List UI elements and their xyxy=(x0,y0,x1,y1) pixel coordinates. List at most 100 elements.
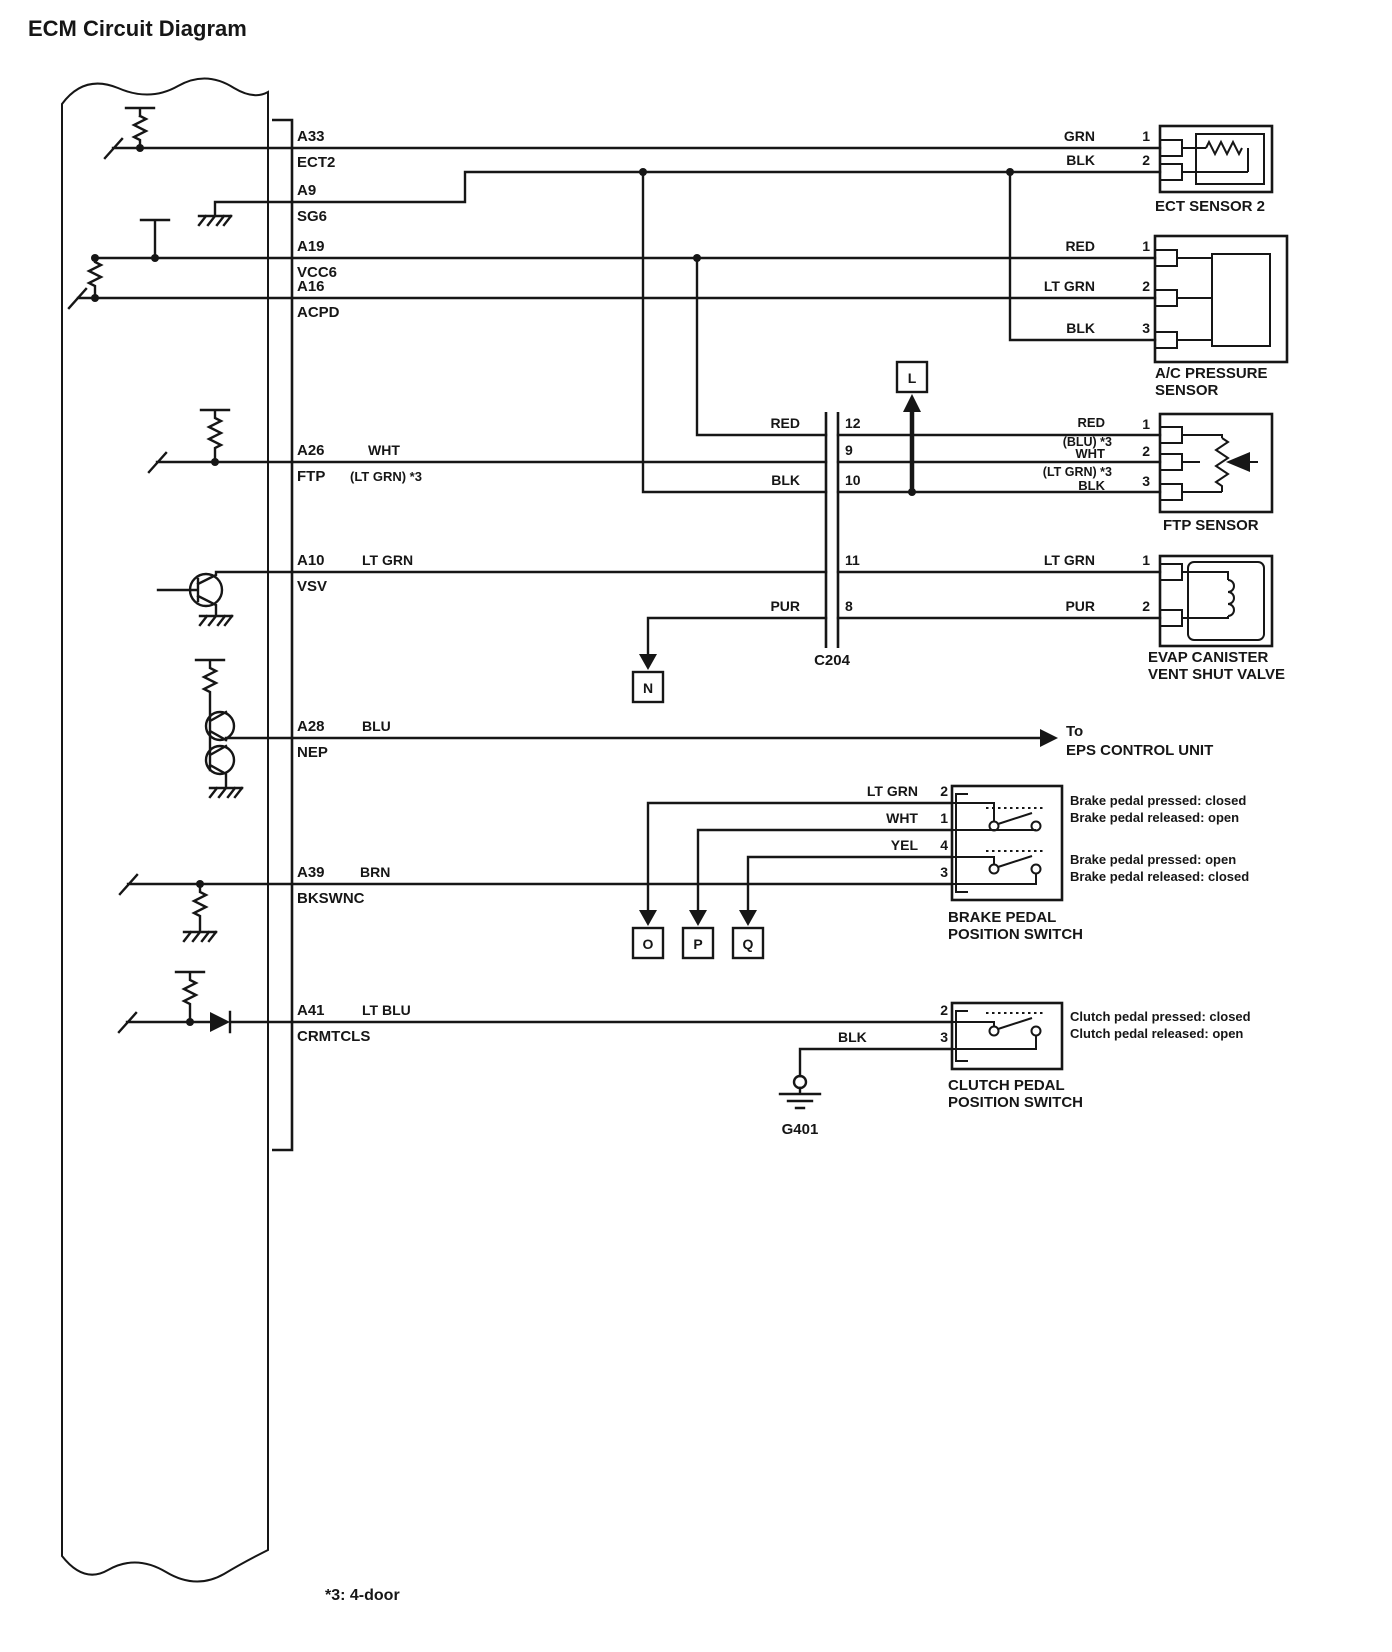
g401-label: G401 xyxy=(782,1121,819,1138)
ftp-pin3-number: 3 xyxy=(1142,473,1150,489)
ac-pin2-number: 2 xyxy=(1142,278,1150,294)
p-letter: P xyxy=(693,936,702,952)
label-wht: WHT xyxy=(368,442,400,458)
evap-pin1-cell xyxy=(1159,563,1183,581)
c204-pin-9: 9 xyxy=(845,442,853,458)
eps-to: To xyxy=(1066,723,1083,740)
ground-terminal xyxy=(792,1074,808,1090)
wire-clutch-blk xyxy=(798,1047,954,1078)
down-arrow-icon xyxy=(639,654,657,670)
brake-pin3-number: 3 xyxy=(940,864,948,880)
ecm-pin-labels: A33 ECT2 A9 SG6 A19 VCC6 A16 ACPD A26 FT… xyxy=(297,128,370,1045)
component-ftp-sensor: 1 2 3 FTP SENSOR xyxy=(1142,412,1274,534)
clutch-contact xyxy=(1030,1025,1042,1037)
connector-letter-n: N xyxy=(631,654,665,704)
wire-red-branch-c204 xyxy=(695,256,828,437)
component-brake-switch: 2 1 4 3 Brake pedal pressed: closed Brak… xyxy=(940,783,1249,943)
ecm-block xyxy=(61,77,294,1583)
clutch-pin3-number: 3 xyxy=(940,1029,948,1045)
label-red: RED xyxy=(1078,415,1105,430)
brake-contact xyxy=(1030,863,1042,875)
label-yel: YEL xyxy=(891,837,919,853)
up-arrow-icon xyxy=(903,394,921,412)
pin-a39-code: A39 xyxy=(297,864,325,881)
a41-diode xyxy=(210,1012,230,1032)
ecm-outline xyxy=(61,77,269,1583)
junction-dot xyxy=(639,168,647,176)
brake-switch2-arm xyxy=(952,855,1037,885)
l-box xyxy=(895,360,929,394)
ect-pin1-cell xyxy=(1159,139,1183,157)
pin-a33-name: ECT2 xyxy=(297,154,335,171)
pin-a16-code: A16 xyxy=(297,278,325,295)
ac-pin3-number: 3 xyxy=(1142,320,1150,336)
clutch-switch-arm xyxy=(952,1017,1037,1050)
ecm-internal-a33 xyxy=(103,106,294,160)
evap-pin2-number: 2 xyxy=(1142,598,1150,614)
pin-a19-name: VCC6 xyxy=(297,264,337,281)
brake-connector-bracket xyxy=(955,793,968,893)
label-ltblu: LT BLU xyxy=(362,1002,411,1018)
evap-label-1: EVAP CANISTER xyxy=(1148,649,1268,666)
ecm-internal-a39 xyxy=(118,873,294,943)
brake-note-2: Brake pedal released: open xyxy=(1070,810,1239,825)
pin-a39-name: BKSWNC xyxy=(297,890,365,907)
down-arrow-icon xyxy=(689,910,707,926)
label-brn: BRN xyxy=(360,864,390,880)
a28-transistor-1 xyxy=(204,710,236,742)
connector-c204: 12 9 10 11 8 C204 xyxy=(814,412,861,669)
brake-pin1-number: 1 xyxy=(940,810,948,826)
evap-label-2: VENT SHUT VALVE xyxy=(1148,666,1285,683)
ect-sensor-box xyxy=(1158,124,1274,194)
ftp-pin2-number: 2 xyxy=(1142,443,1150,459)
eps-reference: To EPS CONTROL UNIT xyxy=(1040,723,1213,759)
ground-symbol-icon xyxy=(778,1086,822,1110)
label-blk: BLK xyxy=(1066,152,1095,168)
brake-contact xyxy=(988,863,1000,875)
q-box xyxy=(731,926,765,960)
down-arrow-icon xyxy=(639,910,657,926)
ac-inner-element xyxy=(1211,253,1271,347)
a26-internal-wiring xyxy=(147,408,294,474)
connector-letter-q: Q xyxy=(731,910,765,960)
label-ltgrn: LT GRN xyxy=(867,783,918,799)
label-pur: PUR xyxy=(1065,598,1095,614)
ac-pin3-cell xyxy=(1154,331,1178,349)
q-letter: Q xyxy=(743,936,754,952)
junction-dot xyxy=(196,880,204,888)
ftp-pin1-cell xyxy=(1159,426,1183,444)
label-wht: WHT xyxy=(886,810,918,826)
ftp-wiper-arrow-icon xyxy=(1226,452,1250,472)
brake-switch-label-1: BRAKE PEDAL xyxy=(948,909,1056,926)
brake-switch-box xyxy=(950,784,1064,902)
ftp-sensor-label: FTP SENSOR xyxy=(1163,517,1259,534)
label-ltgrn: LT GRN xyxy=(1044,552,1095,568)
junction-dot xyxy=(693,254,701,262)
o-letter: O xyxy=(643,936,654,952)
label-blk: BLK xyxy=(1066,320,1095,336)
component-ac-pressure-sensor: 1 2 3 A/C PRESSURE SENSOR xyxy=(1142,234,1289,399)
connector-letter-p: P xyxy=(681,910,715,960)
wire-pur-left xyxy=(646,616,828,664)
evap-box xyxy=(1158,554,1274,648)
a41-internal-wiring xyxy=(117,970,294,1034)
ecm-internal-a19-a16 xyxy=(67,218,294,310)
label-blu-alt: (BLU) *3 xyxy=(1063,435,1112,449)
ect-inner-case xyxy=(1195,133,1265,185)
pin-a41-code: A41 xyxy=(297,1002,325,1019)
a33-internal-wiring xyxy=(103,106,294,160)
component-ect-sensor: 1 2 ECT SENSOR 2 xyxy=(1142,124,1274,215)
component-clutch-switch: 2 3 Clutch pedal pressed: closed Clutch … xyxy=(940,1001,1251,1111)
brake-switch1-arm xyxy=(952,802,1036,831)
a39-internal-wiring xyxy=(118,873,294,943)
brake-note-3: Brake pedal pressed: open xyxy=(1070,852,1236,867)
ac-sensor-label-1: A/C PRESSURE xyxy=(1155,365,1268,382)
pin-a28-name: NEP xyxy=(297,744,328,761)
clutch-note-1: Clutch pedal pressed: closed xyxy=(1070,1009,1251,1024)
pin-a19-code: A19 xyxy=(297,238,325,255)
evap-pin2-cell xyxy=(1159,609,1183,627)
clutch-contact xyxy=(988,1025,1000,1037)
brake-switch-label-2: POSITION SWITCH xyxy=(948,926,1083,943)
ac-pin1-number: 1 xyxy=(1142,238,1150,254)
wire-brake-wht xyxy=(696,828,954,922)
